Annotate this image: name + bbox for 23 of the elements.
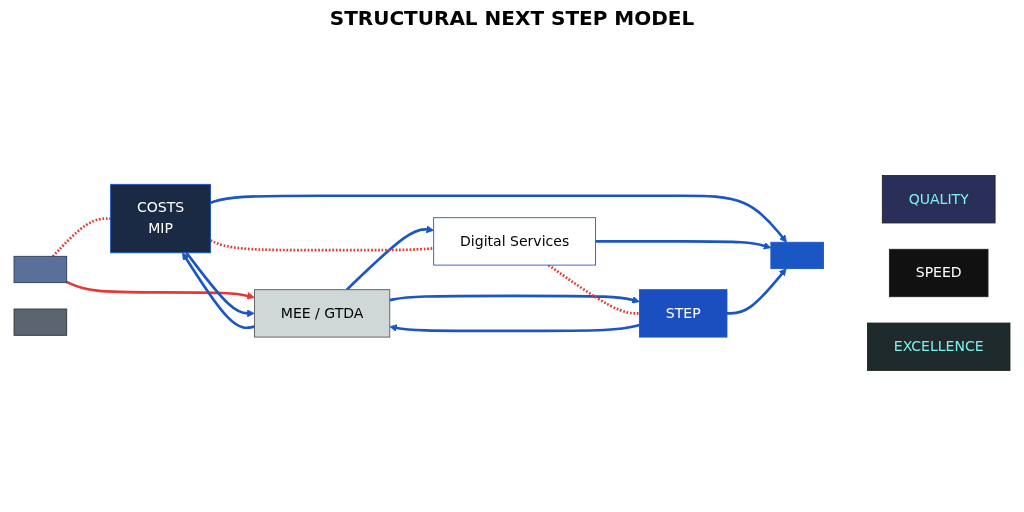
arrow [66, 280, 255, 300]
node-bar [770, 241, 824, 270]
node-box: EXCELLENCE [867, 322, 1011, 371]
arrow [185, 252, 255, 318]
node-box [13, 255, 68, 284]
arrow [389, 294, 640, 304]
arrow [595, 240, 772, 250]
arrow [182, 252, 255, 330]
node-box: QUALITY [881, 175, 996, 224]
connector [547, 264, 640, 315]
node-box: Digital Services [433, 217, 597, 266]
arrow [210, 194, 787, 243]
diagram-title: STRUCTURAL NEXT STEP MODEL [329, 6, 695, 30]
node-box: MEE / GTDA [254, 289, 391, 338]
arrow [389, 323, 640, 333]
connector [210, 239, 434, 252]
node-box [13, 308, 68, 336]
arrow [727, 268, 787, 315]
node-box: COSTS MIP [110, 183, 211, 254]
arrow [345, 225, 434, 291]
connector [51, 217, 111, 258]
node-box: STEP [639, 289, 728, 338]
node-box: SPEED [888, 248, 989, 298]
